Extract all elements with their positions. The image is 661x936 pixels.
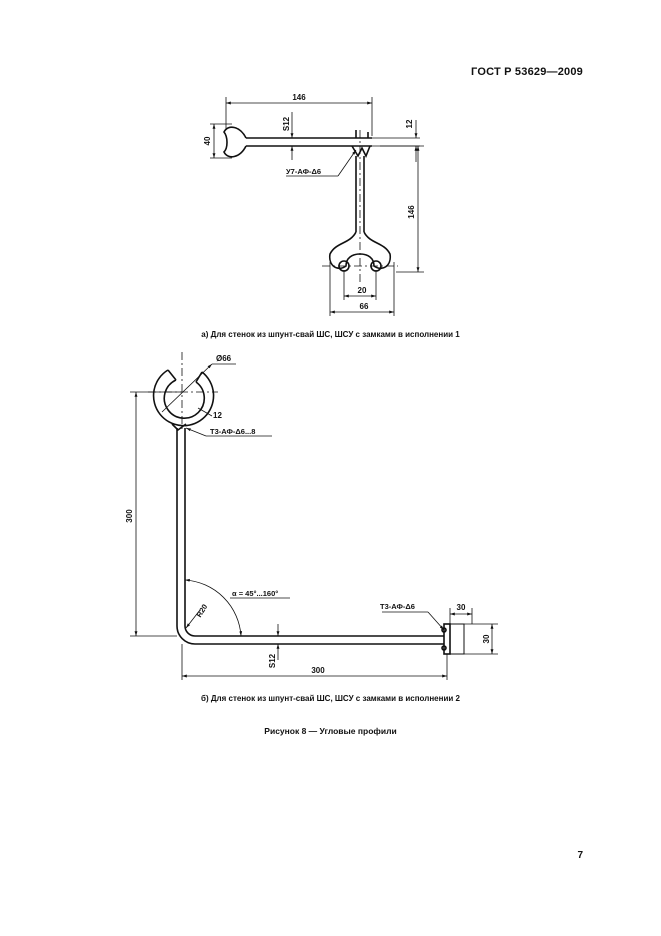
fig-b-dim-gap: 12 bbox=[213, 411, 222, 420]
fig-b-dim-300-horizontal: 300 bbox=[311, 666, 325, 675]
figure-b-profile bbox=[152, 369, 465, 655]
fig-a-dim-20: 20 bbox=[358, 286, 367, 295]
figure-a-caption: а) Для стенок из шпунт-свай ШС, ШСУ с за… bbox=[201, 330, 460, 339]
fig-b-dim-diameter: Ø66 bbox=[216, 354, 232, 363]
page-number: 7 bbox=[577, 850, 583, 861]
fig-a-dim-146-vertical: 146 bbox=[407, 205, 416, 219]
fig-b-dim-end-width: 30 bbox=[457, 603, 466, 612]
fig-b-dim-angle: α = 45°...160° bbox=[232, 589, 278, 598]
fig-a-dim-66: 66 bbox=[360, 302, 369, 311]
fig-b-weld-end-label: Т3-АФ-Δ6 bbox=[380, 602, 415, 611]
fig-a-dim-12: 12 bbox=[405, 119, 414, 128]
figure-a-dimension-lines bbox=[210, 97, 424, 316]
fig-a-weld-label: У7-АФ-Δ6 bbox=[286, 167, 321, 176]
fig-b-dim-end-height: 30 bbox=[482, 634, 491, 643]
figure-a-profile bbox=[223, 126, 392, 272]
figure-title: Рисунок 8 — Угловые профили bbox=[264, 726, 397, 736]
standard-designation: ГОСТ Р 53629—2009 bbox=[471, 66, 583, 78]
figure-b-dimension-lines bbox=[130, 352, 498, 680]
fig-a-dim-s12: S12 bbox=[282, 116, 291, 131]
fig-b-dim-300-vertical: 300 bbox=[125, 509, 134, 523]
fig-b-dim-s12: S12 bbox=[268, 653, 277, 668]
fig-a-dim-40: 40 bbox=[203, 136, 212, 145]
fig-b-dim-radius: R20 bbox=[194, 602, 209, 618]
figure-b-caption: б) Для стенок из шпунт-свай ШС, ШСУ с за… bbox=[201, 694, 460, 703]
fig-b-weld-top-label: Т3-АФ-Δ6...8 bbox=[210, 427, 255, 436]
fig-a-dim-146-top: 146 bbox=[292, 93, 306, 102]
